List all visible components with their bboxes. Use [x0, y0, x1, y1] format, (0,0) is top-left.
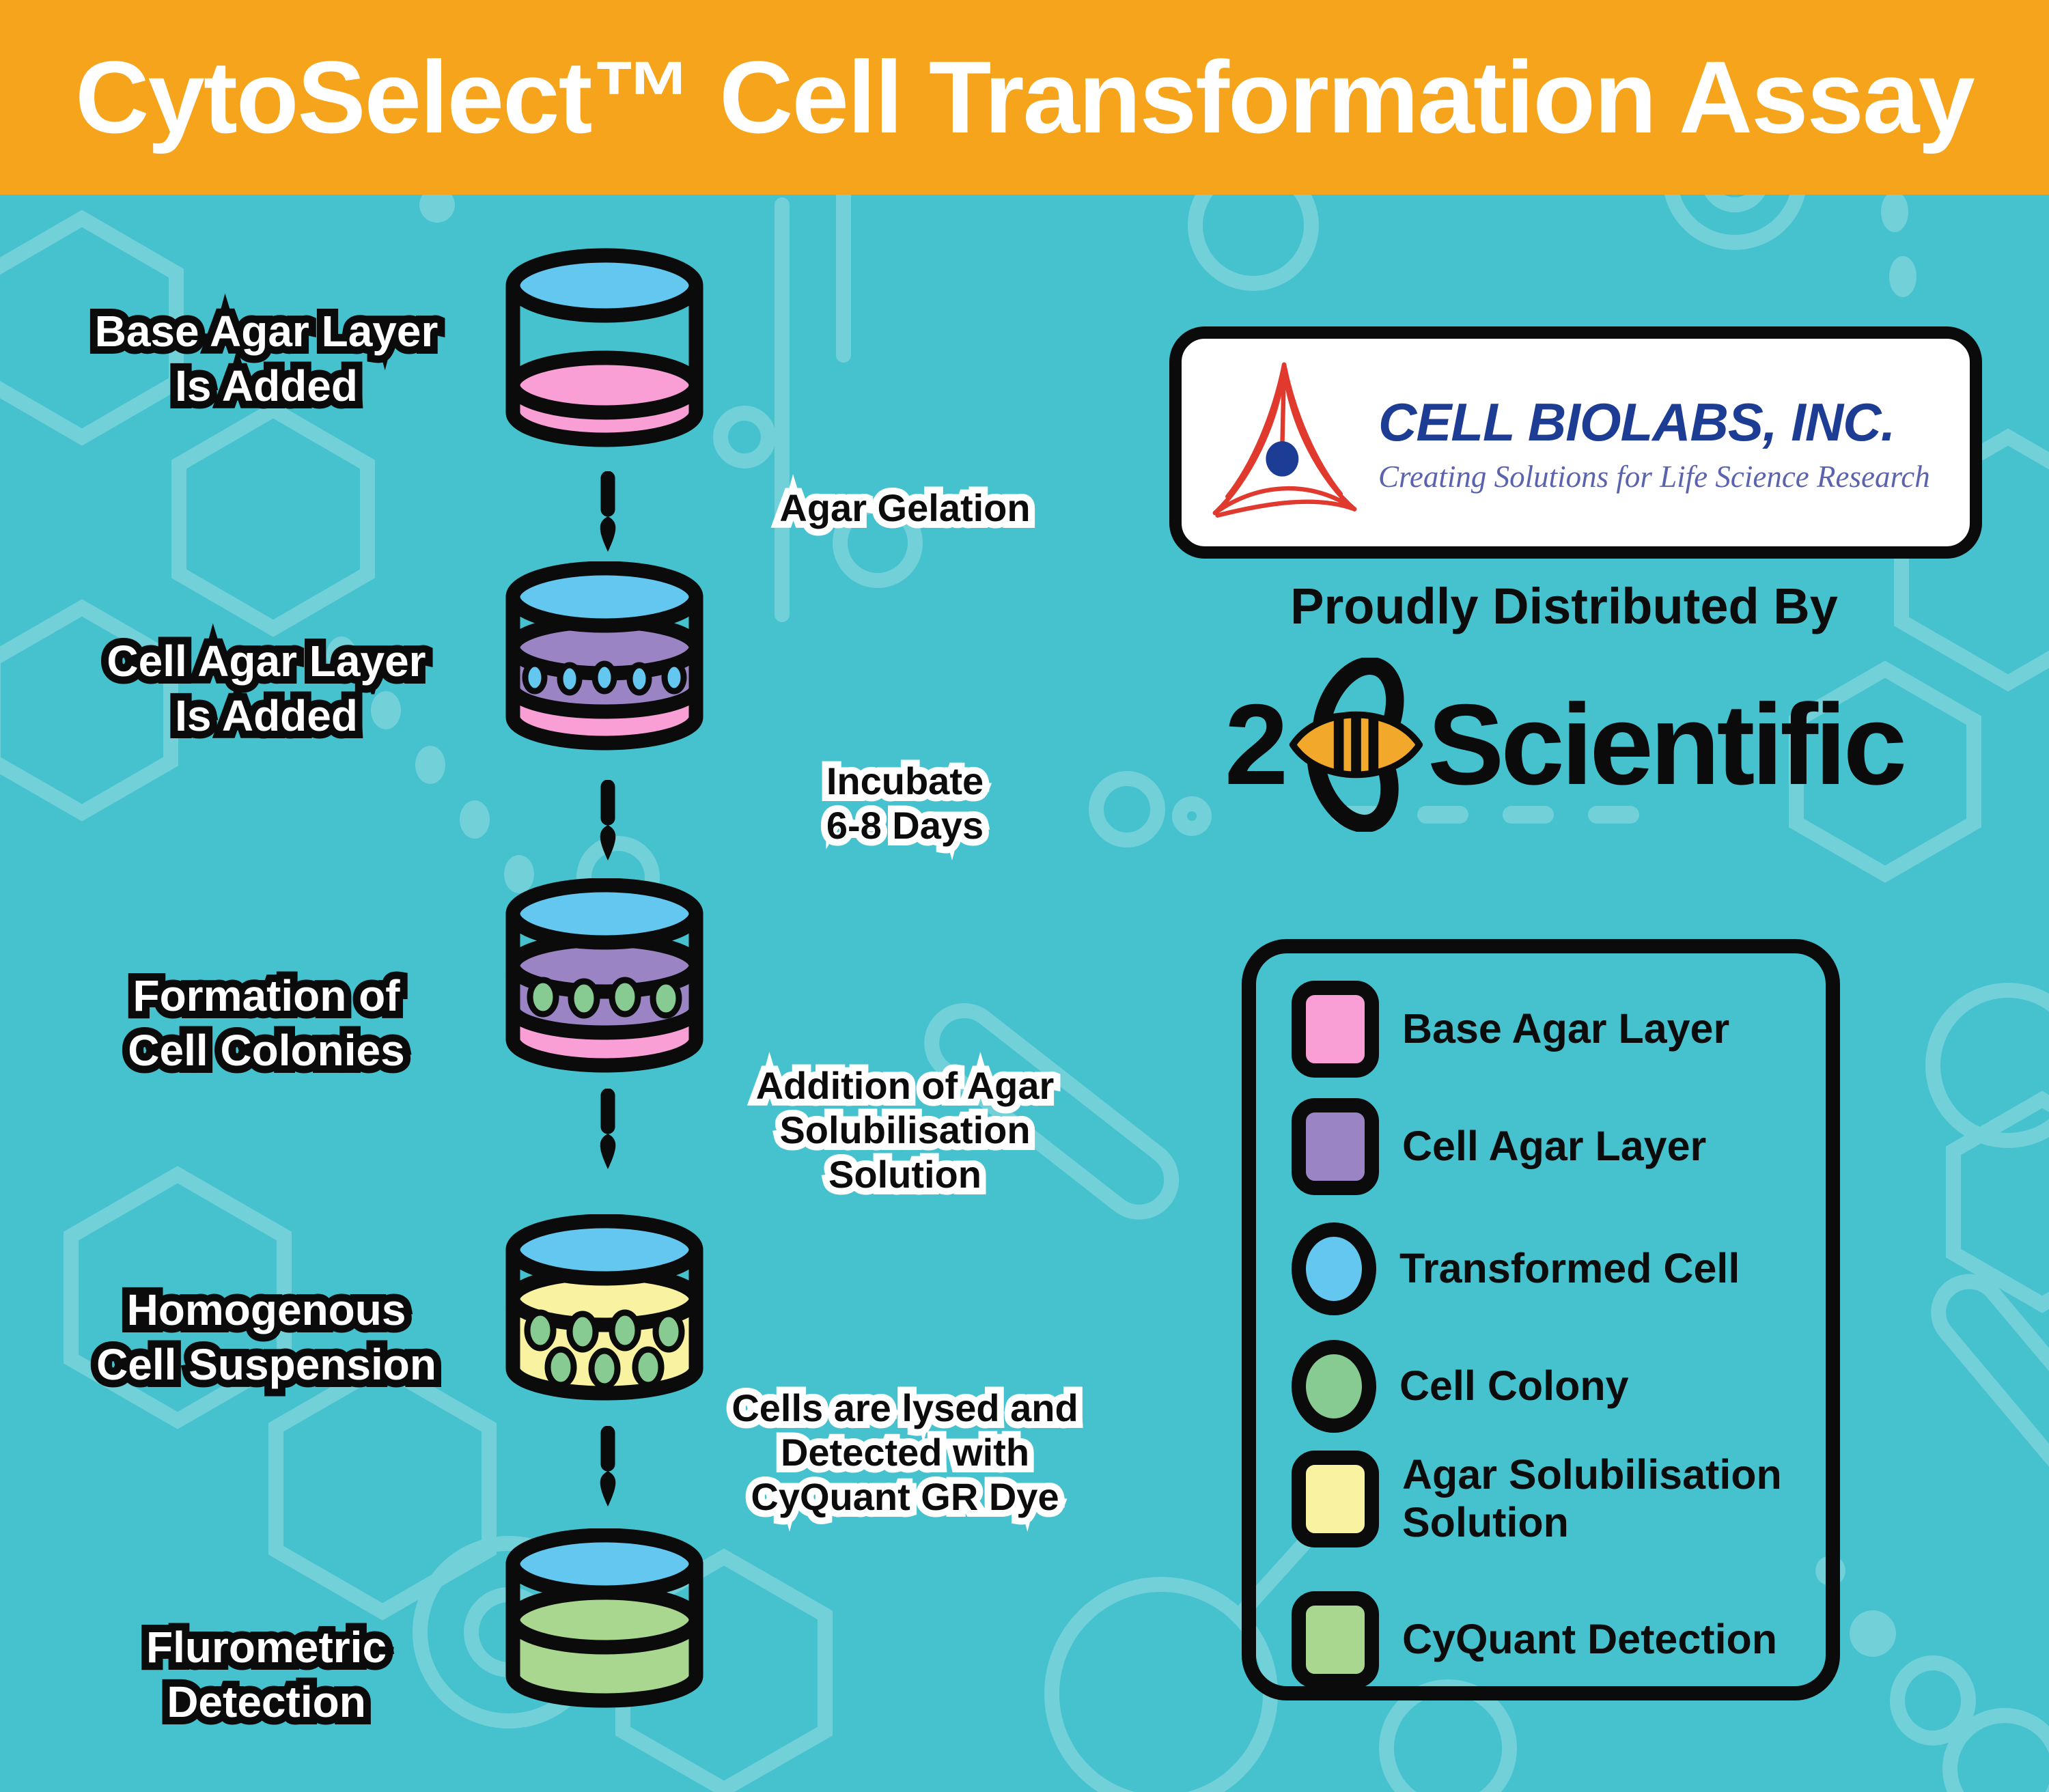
brand-suffix: Scientific — [1427, 680, 1907, 809]
legend-label: Agar Solubilisation Solution — [1402, 1451, 1782, 1546]
legend-label: Transformed Cell — [1399, 1245, 1740, 1292]
legend-item-base-agar: Base Agar Layer — [1292, 981, 1729, 1078]
transition-line: Agar Gelation — [686, 486, 1124, 531]
dish-cell-agar — [505, 561, 703, 751]
transition-label-solubilisation: Addition of Agar Solubilisation Solution — [686, 1064, 1124, 1197]
step-label-line: Is Added — [0, 688, 533, 743]
lightgreen-square-swatch — [1292, 1591, 1379, 1688]
step-label-line: Cell Colonies — [0, 1023, 533, 1078]
yellow-square-swatch — [1292, 1451, 1379, 1548]
transition-label-gelation: Agar Gelation — [686, 486, 1124, 531]
legend-label-line: Solution — [1402, 1499, 1569, 1545]
distributor-heading: Proudly Distributed By — [1290, 578, 1838, 634]
step-label-line: Flurometric — [0, 1620, 533, 1675]
step-label-line: Detection — [0, 1675, 533, 1729]
transition-label-lysis: Cells are lysed and Detected with CyQuan… — [686, 1386, 1124, 1520]
step-label-suspension: Homogenous Cell Suspension — [0, 1283, 533, 1392]
step-label-cell-agar: Cell Agar Layer Is Added — [0, 634, 533, 743]
dish-colonies — [505, 878, 703, 1073]
transition-line: Addition of Agar — [686, 1064, 1124, 1108]
step-label-line: Cell Suspension — [0, 1337, 533, 1392]
purple-square-swatch — [1292, 1098, 1379, 1195]
cell-biolabs-logo-box: CELL BIOLABS, INC. Creating Solutions fo… — [1169, 326, 1982, 559]
step-label-flurometric: Flurometric Detection — [0, 1620, 533, 1729]
legend-item-cyquant: CyQuant Detection — [1292, 1591, 1777, 1688]
transition-line: Detected with — [686, 1431, 1124, 1475]
transition-line: Solution — [686, 1153, 1124, 1197]
arrow-down-icon — [600, 471, 616, 552]
legend-item-solubilisation: Agar Solubilisation Solution — [1292, 1451, 1782, 1548]
green-circle-swatch — [1292, 1340, 1376, 1433]
page-title: CytoSelect™ Cell Transformation Assay — [75, 40, 1975, 154]
transition-line: Incubate — [686, 759, 1124, 804]
bee-icon — [1290, 657, 1423, 832]
step-label-line: Cell Agar Layer — [0, 634, 533, 688]
blue-circle-swatch — [1292, 1222, 1376, 1315]
step-label-line: Base Agar Layer — [0, 304, 533, 359]
arrow-down-icon — [600, 1089, 616, 1169]
legend-item-transformed-cell: Transformed Cell — [1292, 1222, 1740, 1315]
step-label-line: Is Added — [0, 359, 533, 413]
legend-box: Base Agar Layer Cell Agar Layer Transfor… — [1242, 939, 1840, 1700]
transition-line: 6-8 Days — [686, 804, 1124, 848]
header-banner: CytoSelect™ Cell Transformation Assay — [0, 0, 2049, 195]
legend-label: Cell Colony — [1399, 1362, 1629, 1410]
transition-label-incubate: Incubate 6-8 Days — [686, 759, 1124, 848]
legend-item-cell-agar: Cell Agar Layer — [1292, 1098, 1706, 1195]
legend-label-line: Agar Solubilisation — [1402, 1451, 1782, 1498]
legend-label: Cell Agar Layer — [1402, 1123, 1707, 1170]
step-label-line: Formation of — [0, 968, 533, 1023]
transition-line: Solubilisation — [686, 1108, 1124, 1153]
arrow-down-icon — [600, 780, 616, 860]
step-label-line: Homogenous — [0, 1283, 533, 1337]
cell-biolabs-triangle-icon — [1212, 362, 1357, 518]
transition-line: CyQuant GR Dye — [686, 1475, 1124, 1520]
step-label-colonies: Formation of Cell Colonies — [0, 968, 533, 1078]
arrow-down-icon — [600, 1426, 616, 1507]
transition-line: Cells are lysed and — [686, 1386, 1124, 1431]
step-label-base-agar: Base Agar Layer Is Added — [0, 304, 533, 413]
pink-square-swatch — [1292, 981, 1379, 1078]
distributor-logo: 2 Scientific — [1161, 649, 1967, 840]
legend-item-cell-colony: Cell Colony — [1292, 1340, 1629, 1433]
legend-label: CyQuant Detection — [1402, 1616, 1778, 1663]
brand-prefix: 2 — [1224, 680, 1288, 809]
cell-biolabs-tagline: Creating Solutions for Life Science Rese… — [1378, 459, 1930, 494]
legend-label: Base Agar Layer — [1402, 1005, 1730, 1052]
cell-biolabs-name: CELL BIOLABS, INC. — [1378, 391, 1895, 452]
